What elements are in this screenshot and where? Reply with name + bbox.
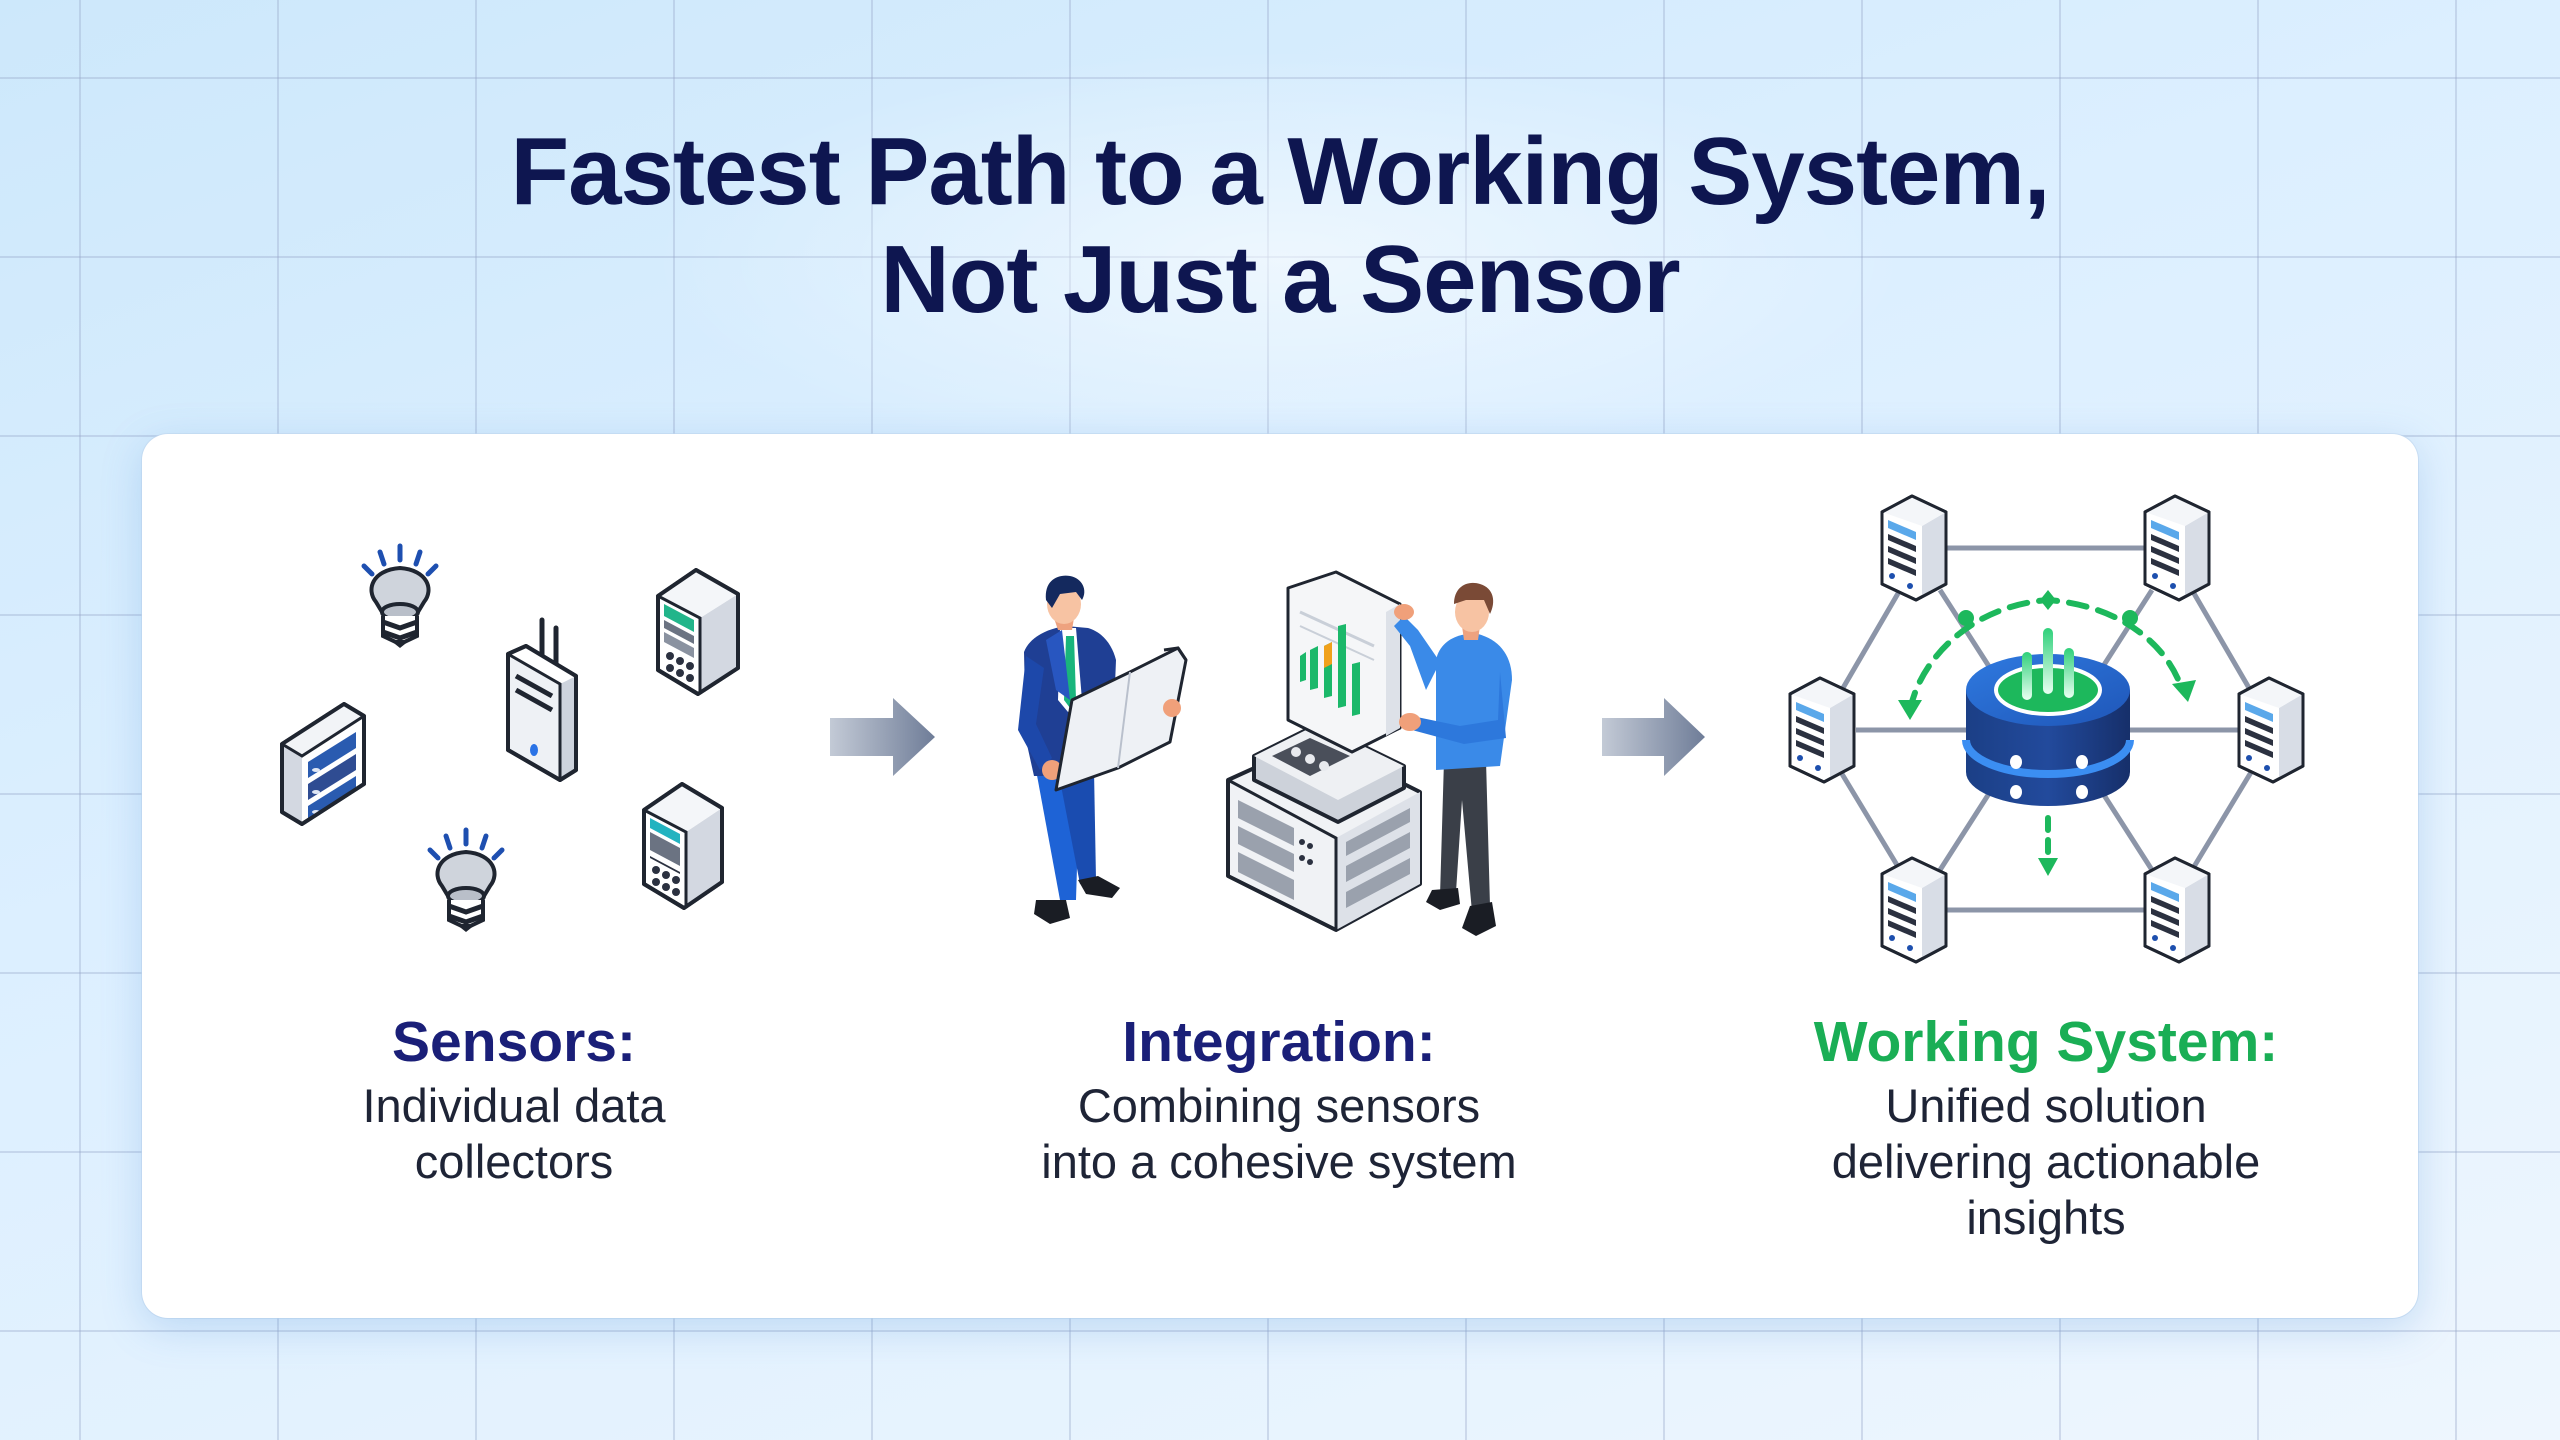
stage-integration: Integration: Combining sensors into a co… (929, 1010, 1629, 1190)
server-icon (656, 568, 740, 696)
sensor-cluster (280, 543, 740, 932)
stage-heading: Working System: (1813, 1010, 2279, 1074)
description-line: collectors (414, 1135, 614, 1188)
description-line: delivering actionable (1831, 1135, 2261, 1188)
title-line-2: Not Just a Sensor (880, 226, 1680, 333)
lightbulb-sensor-icon (361, 543, 439, 648)
title-line-1: Fastest Path to a Working System, (510, 118, 2051, 225)
integration-scene (1018, 570, 1512, 936)
network-server-icon (1880, 494, 1948, 602)
lightbulb-sensor-icon (427, 827, 505, 932)
working-system-network (1788, 494, 2305, 964)
stage-working-system: Working System: Unified solution deliver… (1696, 1010, 2396, 1246)
network-server-icon (2143, 494, 2211, 602)
network-server-icon (2143, 856, 2211, 964)
description-line: into a cohesive system (1041, 1135, 1517, 1188)
businessman-figure (1018, 575, 1188, 924)
stage-heading: Integration: (1122, 1010, 1436, 1074)
storage-box-icon (280, 702, 366, 826)
description-line: Combining sensors (1077, 1079, 1481, 1132)
arrow-right-icon (1602, 698, 1705, 776)
description-line: insights (1966, 1191, 2126, 1244)
server-machine-with-chart (1226, 570, 1422, 932)
stage-description: Unified solution delivering actionable i… (1696, 1078, 2396, 1246)
stage-description: Combining sensors into a cohesive system (929, 1078, 1629, 1190)
stage-description: Individual data collectors (164, 1078, 864, 1190)
stage-sensors: Sensors: Individual data collectors (164, 1010, 864, 1190)
technician-figure (1394, 582, 1512, 936)
router-icon (506, 617, 578, 782)
description-line: Individual data (362, 1079, 666, 1132)
stage-heading: Sensors: (392, 1010, 636, 1074)
arrow-right-icon (830, 698, 935, 776)
data-flow-arrows (1898, 590, 2196, 876)
central-database-icon (1962, 628, 2134, 806)
network-server-icon (1880, 856, 1948, 964)
network-server-icon (1788, 676, 1856, 784)
page-title: Fastest Path to a Working System, Not Ju… (0, 118, 2560, 334)
description-line: Unified solution (1885, 1079, 2207, 1132)
device-icon (642, 782, 724, 910)
network-server-icon (2237, 676, 2305, 784)
